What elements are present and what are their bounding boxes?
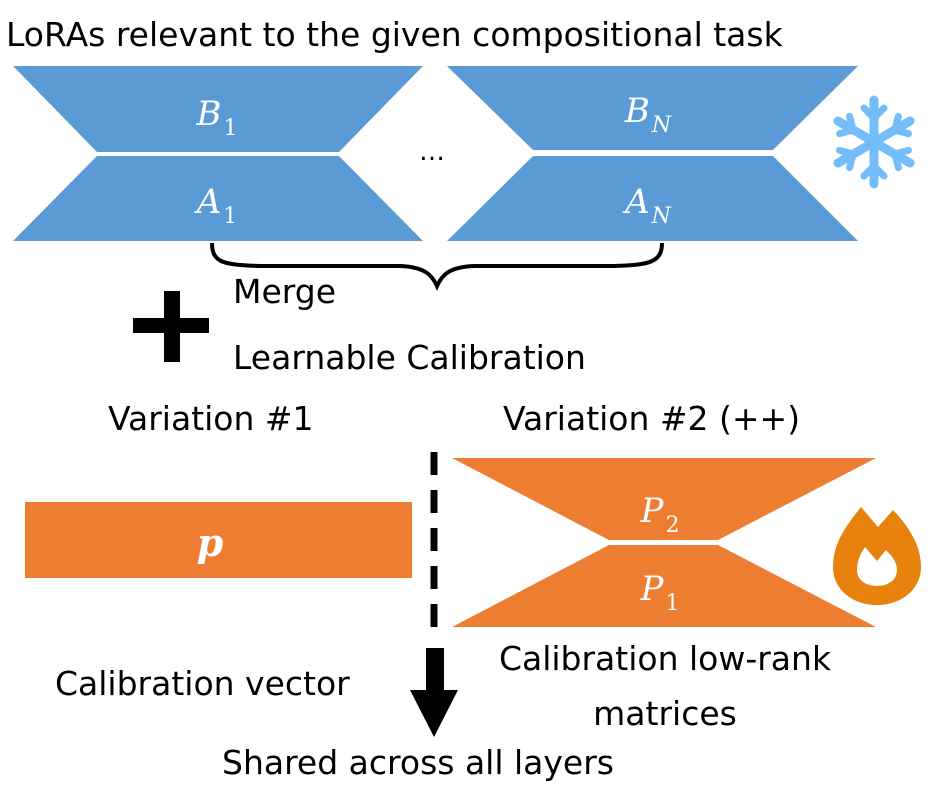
variation-1-block: p (25, 502, 412, 578)
diagram-title: LoRAs relevant to the given compositiona… (6, 15, 784, 54)
lora-an-matrix (447, 156, 858, 241)
calibration-matrices-caption-line2: matrices (593, 694, 737, 733)
lora-b1-label: B1 (196, 94, 238, 141)
calibration-matrices-caption-line1: Calibration low-rank (499, 639, 832, 678)
flame-icon (833, 507, 921, 605)
calibration-vector-caption: Calibration vector (55, 664, 350, 703)
plus-icon (133, 291, 209, 362)
calibration-p1-matrix (452, 545, 876, 627)
shared-across-layers-label: Shared across all layers (222, 743, 614, 782)
lora-b1-matrix (13, 66, 423, 152)
calibration-p2-label: P2 (640, 491, 680, 538)
lora-block-1: B1 A1 (13, 66, 423, 241)
learnable-calibration-label: Learnable Calibration (233, 338, 586, 377)
variation-1-title: Variation #1 (108, 399, 314, 438)
lora-a1-matrix (13, 156, 423, 241)
calibration-p2-matrix (452, 458, 876, 540)
lora-bn-matrix (447, 66, 858, 150)
merge-brace (210, 242, 664, 291)
lora-a1-label: A1 (194, 182, 238, 229)
down-arrow-icon (410, 648, 458, 737)
variation-2-title: Variation #2 (++) (503, 399, 800, 438)
calibration-vector-label: p (197, 520, 224, 565)
calibration-vector-p (25, 502, 412, 578)
lora-bn-label: BN (624, 91, 672, 138)
lora-block-n: BN AN (447, 66, 858, 241)
lora-an-label: AN (622, 182, 672, 229)
snowflake-icon (833, 95, 915, 189)
merge-label: Merge (233, 272, 336, 311)
ellipsis: … (419, 137, 445, 167)
variation-2-block: P2 (452, 458, 876, 627)
calibration-p1-label: P1 (640, 569, 680, 616)
